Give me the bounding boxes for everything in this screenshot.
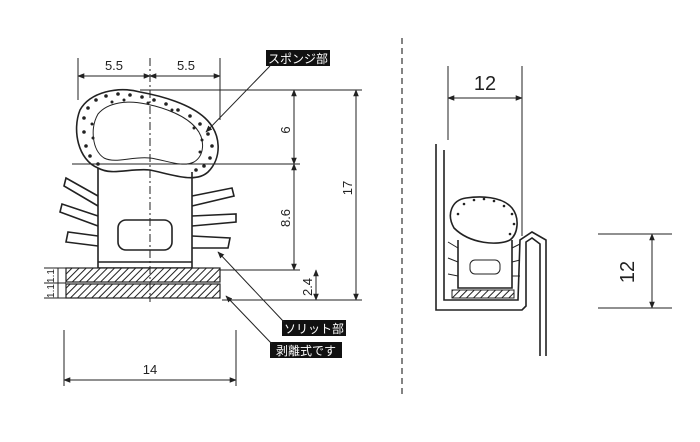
- installed-base-strip: [451, 289, 515, 299]
- dim-height-12: 12: [617, 261, 639, 283]
- svg-text:スポンジ部: スポンジ部: [268, 51, 328, 66]
- installed-bulb: [449, 196, 518, 244]
- left-fins: [59, 176, 99, 247]
- dim-2-4: 2.4: [300, 278, 315, 296]
- label-solid: ソリット部: [217, 251, 346, 336]
- dim-top-left: 5.5: [105, 58, 123, 73]
- label-peel: 剥離式です: [225, 295, 342, 358]
- layer-thickness-dimensions: 1.1 1.1: [44, 267, 66, 299]
- dim-top-right: 5.5: [177, 58, 195, 73]
- dim-width-12: 12: [474, 73, 496, 95]
- dim-1-1-b: 1.1: [46, 284, 57, 298]
- svg-text:ソリット部: ソリット部: [284, 321, 344, 336]
- right-width-dimension: 12: [447, 66, 523, 236]
- top-dimension: 5.5 5.5: [77, 58, 221, 120]
- hatched-layer-top: [65, 267, 221, 283]
- hatched-layer-bottom: [65, 283, 221, 299]
- mounting-channel: [435, 144, 547, 356]
- installed-view: [435, 144, 547, 356]
- right-fins: [191, 187, 237, 249]
- installed-body: [457, 240, 513, 289]
- vertical-dimensions: 6 8.6 2.4 17: [72, 89, 362, 301]
- installed-sponge-dots: [456, 197, 516, 236]
- sponge-dots: [82, 92, 214, 172]
- dim-14: 14: [143, 362, 157, 377]
- solid-cavity: [117, 219, 173, 251]
- solid-body: [97, 168, 193, 269]
- profile-cross-section: [59, 58, 237, 302]
- right-height-dimension: 12: [598, 233, 672, 309]
- sponge-bulb-inner: [92, 101, 203, 165]
- bottom-dimension: 14: [63, 330, 237, 386]
- dim-6: 6: [278, 126, 293, 133]
- svg-text:剥離式です: 剥離式です: [276, 344, 336, 358]
- dim-17: 17: [340, 181, 355, 195]
- dim-8-6: 8.6: [278, 209, 293, 227]
- dim-1-1-a: 1.1: [46, 269, 57, 283]
- label-sponge: スポンジ部: [205, 50, 330, 133]
